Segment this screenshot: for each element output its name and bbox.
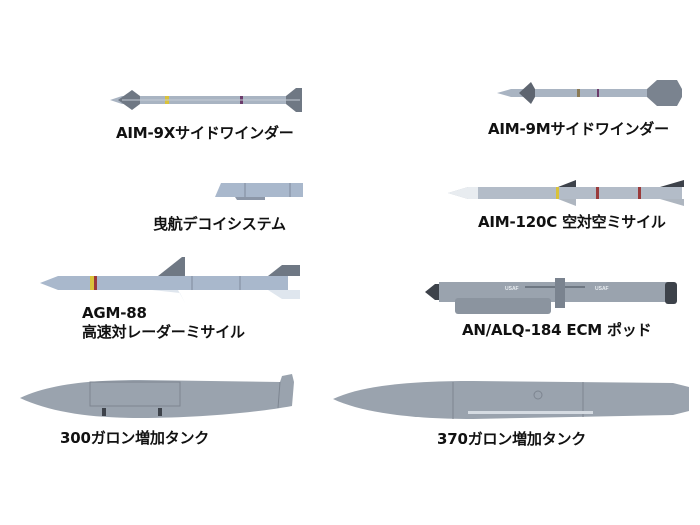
alq-184-pod-icon: USAF USAF: [425, 278, 677, 314]
usaf-marking-2: USAF: [595, 286, 609, 292]
aim-120c-missile-icon: [448, 180, 684, 206]
alq-184-label: AN/ALQ-184 ECM ポッド: [462, 321, 652, 339]
aim-9x-label: AIM-9Xサイドワインダー: [116, 124, 294, 142]
aim-120c-label: AIM-120C 空対空ミサイル: [478, 213, 666, 231]
tank-370-icon: [333, 381, 689, 419]
towed-decoy-icon: [215, 183, 303, 200]
towed-decoy-label: 曳航デコイシステム: [153, 215, 286, 233]
tank-300-label: 300ガロン増加タンク: [60, 429, 210, 447]
tank-300-icon: [20, 374, 294, 418]
tank-370-label: 370ガロン増加タンク: [437, 430, 587, 448]
aim-9x-missile-icon: [110, 88, 302, 112]
aim-9m-missile-icon: [497, 80, 682, 106]
agm-88-missile-icon: [40, 257, 300, 303]
agm-88-label-line1: AGM-88: [82, 304, 147, 322]
aim-9m-label: AIM-9Mサイドワインダー: [488, 120, 669, 138]
agm-88-label-line2: 高速対レーダーミサイル: [82, 323, 245, 341]
usaf-marking-1: USAF: [505, 286, 519, 292]
